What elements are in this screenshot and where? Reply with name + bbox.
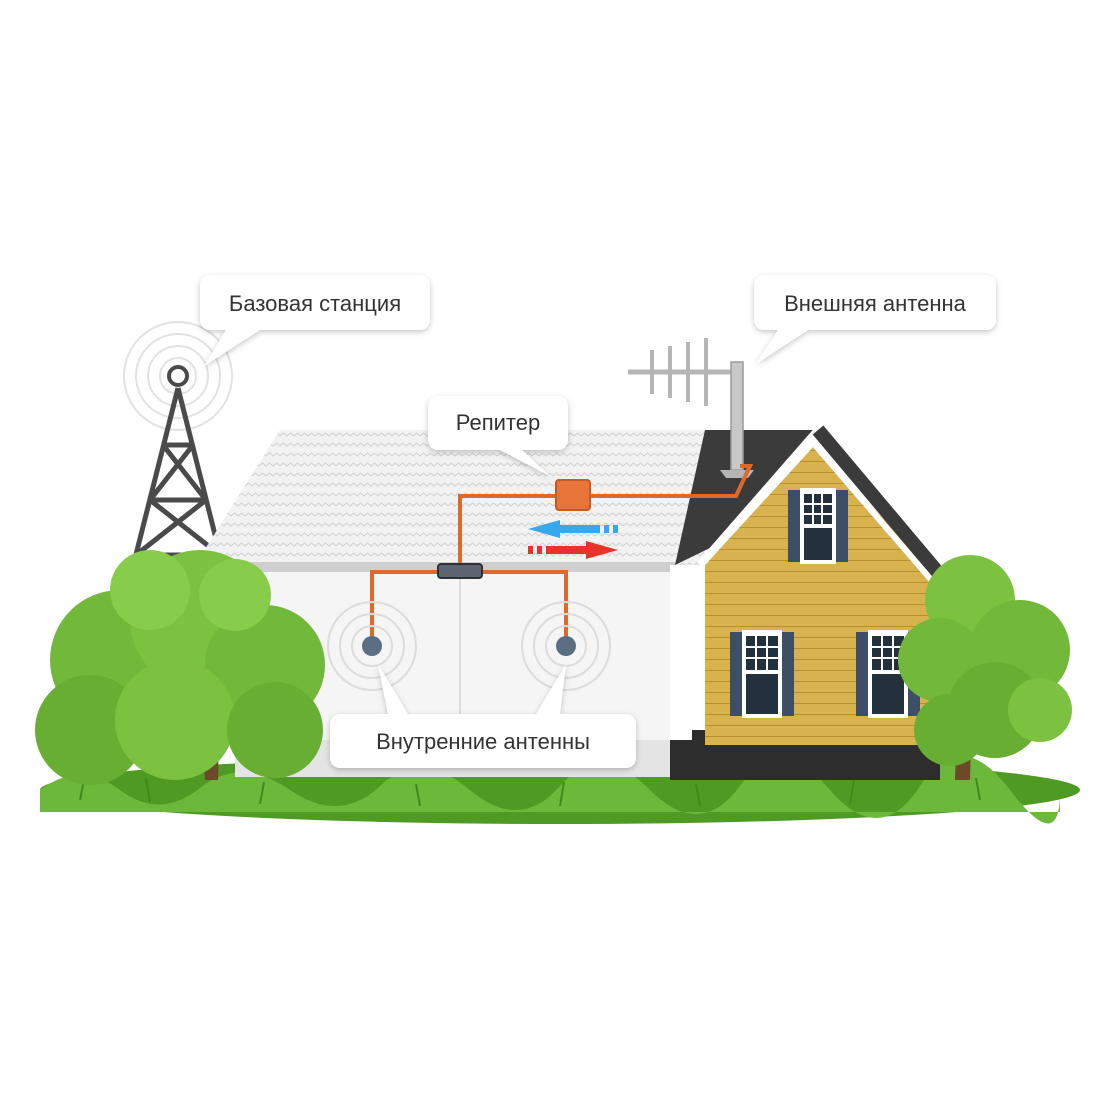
callout-internal-antennas: Внутренние антенны bbox=[330, 664, 636, 768]
indoor-antenna-icon bbox=[327, 601, 417, 691]
callout-repeater: Репитер bbox=[428, 396, 568, 476]
uplink-arrow bbox=[528, 541, 618, 559]
window-attic bbox=[788, 488, 848, 564]
callout-external-antenna: Внешняя антенна bbox=[754, 275, 996, 364]
label-internal-antennas: Внутренние антенны bbox=[376, 729, 590, 754]
repeater-box-icon bbox=[555, 479, 591, 511]
window-left bbox=[730, 630, 794, 718]
cable-network bbox=[370, 464, 754, 644]
tree-left bbox=[35, 550, 325, 785]
label-repeater: Репитер bbox=[456, 410, 540, 435]
indoor-antenna-icon bbox=[521, 601, 611, 691]
callout-base-station: Базовая станция bbox=[200, 275, 430, 366]
label-base-station: Базовая станция bbox=[229, 291, 401, 316]
splitter-icon bbox=[437, 563, 483, 579]
downlink-arrow bbox=[528, 520, 618, 538]
private-house bbox=[670, 425, 946, 780]
tree-right bbox=[898, 555, 1072, 780]
label-external-antenna: Внешняя антенна bbox=[784, 291, 967, 316]
